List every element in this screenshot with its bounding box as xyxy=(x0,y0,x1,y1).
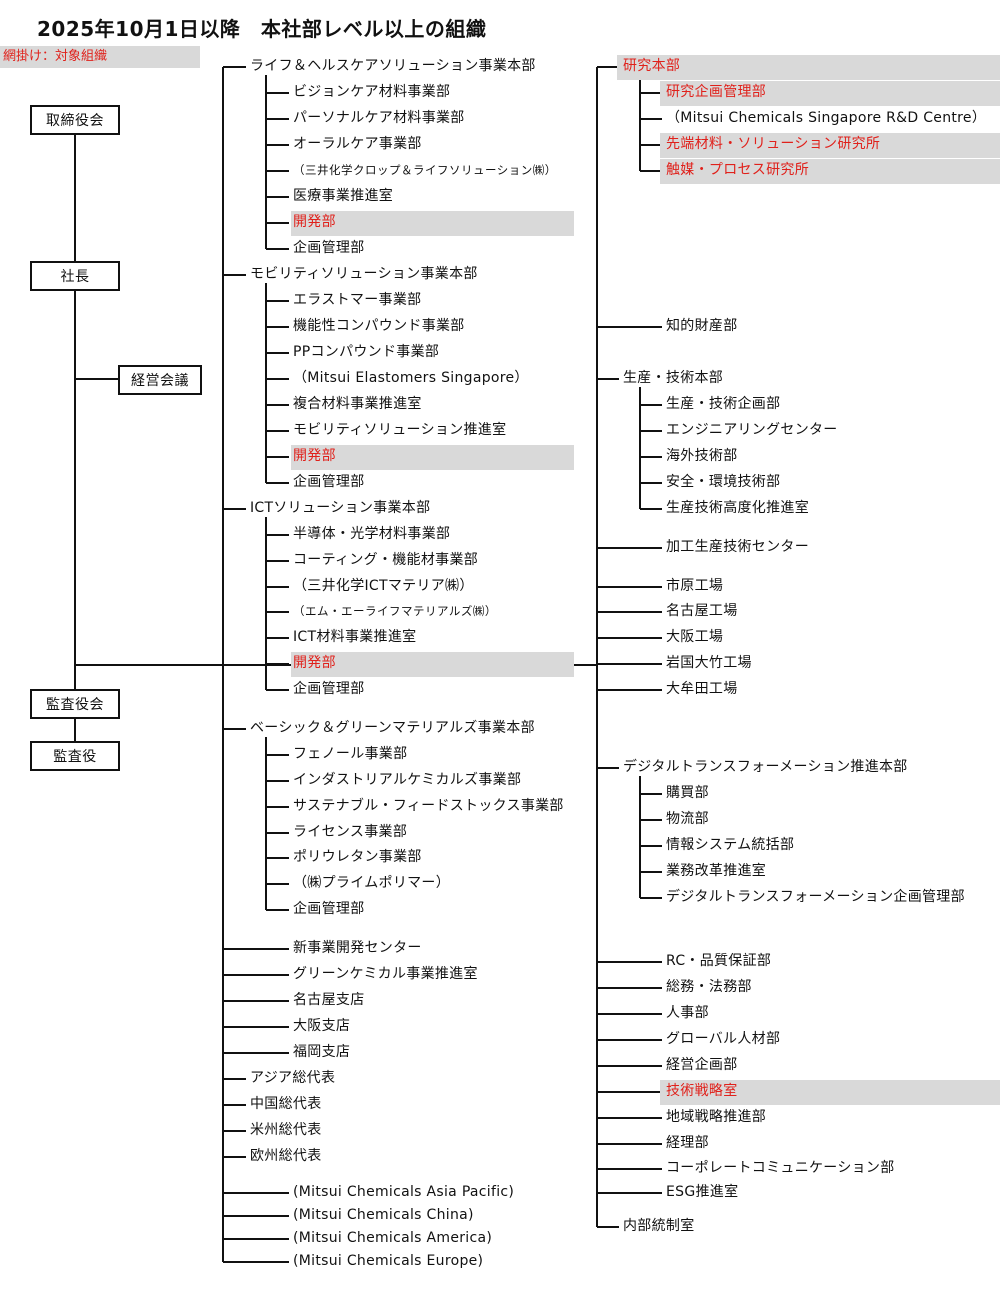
left-org-item: ベーシック＆グリーンマテリアルズ事業本部 xyxy=(250,720,535,736)
right-org-item: 物流部 xyxy=(666,811,709,827)
right-org-item: 先端材料・ソリューション研究所 xyxy=(666,136,881,152)
left-org-item: (Mitsui Chemicals Asia Pacific) xyxy=(293,1184,515,1200)
right-org-item: 総務・法務部 xyxy=(666,979,752,995)
left-org-item: オーラルケア事業部 xyxy=(293,136,422,152)
right-org-item: グローバル人材部 xyxy=(666,1031,781,1047)
left-org-item: 開発部 xyxy=(293,655,336,671)
left-org-item: PPコンパウンド事業部 xyxy=(293,344,440,360)
legend-highlight-note: 網掛け：対象組織 xyxy=(0,46,200,68)
left-org-item: エラストマー事業部 xyxy=(293,292,422,308)
left-org-item: 大阪支店 xyxy=(293,1018,351,1034)
left-org-item: （㈱プライムポリマー） xyxy=(293,875,451,891)
left-org-item: 複合材料事業推進室 xyxy=(293,396,422,412)
highlight-band xyxy=(291,652,574,677)
left-org-item: ICTソリューション事業本部 xyxy=(250,500,431,516)
right-org-item: 生産・技術企画部 xyxy=(666,396,781,412)
left-org-item: 福岡支店 xyxy=(293,1044,351,1060)
right-org-item: 情報システム統括部 xyxy=(666,837,795,853)
right-org-item: 生産技術高度化推進室 xyxy=(666,500,809,516)
box-audit-board: 監査役会 xyxy=(30,689,120,719)
left-org-item: （三井化学ICTマテリア㈱） xyxy=(293,578,474,594)
right-org-item: デジタルトランスフォーメーション推進本部 xyxy=(623,759,908,775)
left-org-item: アジア総代表 xyxy=(250,1070,336,1086)
left-org-item: 名古屋支店 xyxy=(293,992,365,1008)
right-org-item: 名古屋工場 xyxy=(666,603,738,619)
right-org-item: 岩国大竹工場 xyxy=(666,655,752,671)
left-org-item: 企画管理部 xyxy=(293,901,365,917)
left-org-item: フェノール事業部 xyxy=(293,746,408,762)
right-org-item: （Mitsui Chemicals Singapore R&D Centre） xyxy=(666,110,987,126)
left-org-item: インダストリアルケミカルズ事業部 xyxy=(293,772,522,788)
left-org-item: 米州総代表 xyxy=(250,1122,322,1138)
right-org-item: 市原工場 xyxy=(666,578,724,594)
right-org-item: 生産・技術本部 xyxy=(623,370,724,386)
left-org-item: （三井化学クロップ＆ライフソリューション㈱） xyxy=(293,163,557,177)
left-org-item: ICT材料事業推進室 xyxy=(293,629,417,645)
left-org-item: 企画管理部 xyxy=(293,240,365,256)
left-org-item: 欧州総代表 xyxy=(250,1148,322,1164)
left-org-item: 開発部 xyxy=(293,448,336,464)
right-org-item: RC・品質保証部 xyxy=(666,953,772,969)
left-org-item: 機能性コンパウンド事業部 xyxy=(293,318,465,334)
highlight-band xyxy=(617,55,1000,80)
right-org-item: 研究企画管理部 xyxy=(666,84,767,100)
left-org-item: サステナブル・フィードストックス事業部 xyxy=(293,798,564,814)
right-org-item: 購買部 xyxy=(666,785,709,801)
right-org-item: 加工生産技術センター xyxy=(666,539,809,555)
left-org-item: パーソナルケア材料事業部 xyxy=(293,110,465,126)
right-org-item: 大牟田工場 xyxy=(666,681,738,697)
right-org-item: コーポレートコミュニケーション部 xyxy=(666,1160,895,1176)
left-org-item: ポリウレタン事業部 xyxy=(293,849,422,865)
right-org-item: 知的財産部 xyxy=(666,318,738,334)
left-org-item: （エム・エーライフマテリアルズ㈱） xyxy=(293,604,497,618)
left-org-item: (Mitsui Chemicals America) xyxy=(293,1230,493,1246)
highlight-band xyxy=(291,211,574,236)
right-org-item: 大阪工場 xyxy=(666,629,724,645)
highlight-band xyxy=(660,1080,1000,1105)
left-org-item: 企画管理部 xyxy=(293,474,365,490)
left-org-item: 新事業開発センター xyxy=(293,940,422,956)
left-org-item: グリーンケミカル事業推進室 xyxy=(293,966,478,982)
highlight-band xyxy=(660,81,1000,106)
left-org-item: 開発部 xyxy=(293,214,336,230)
right-org-item: デジタルトランスフォーメーション企画管理部 xyxy=(666,889,965,905)
right-org-item: 人事部 xyxy=(666,1005,709,1021)
right-org-item: 経営企画部 xyxy=(666,1057,738,1073)
highlight-band xyxy=(291,445,574,470)
right-org-item: 地域戦略推進部 xyxy=(666,1109,767,1125)
right-org-item: 安全・環境技術部 xyxy=(666,474,781,490)
right-org-item: エンジニアリングセンター xyxy=(666,422,838,438)
left-org-item: モビリティソリューション事業本部 xyxy=(250,266,478,282)
page-title: 2025年10月1日以降 本社部レベル以上の組織 xyxy=(37,17,487,41)
box-board-of-directors: 取締役会 xyxy=(30,105,120,135)
right-org-item: 経理部 xyxy=(666,1135,709,1151)
box-management-meeting: 経営会議 xyxy=(118,365,202,395)
right-org-item: 業務改革推進室 xyxy=(666,863,767,879)
left-org-item: 中国総代表 xyxy=(250,1096,322,1112)
right-org-item: 触媒・プロセス研究所 xyxy=(666,162,809,178)
right-org-item: 海外技術部 xyxy=(666,448,738,464)
left-org-item: ライフ＆ヘルスケアソリューション事業本部 xyxy=(250,58,536,74)
left-org-item: (Mitsui Chemicals China) xyxy=(293,1207,474,1223)
left-org-item: コーティング・機能材事業部 xyxy=(293,552,479,568)
left-org-item: ビジョンケア材料事業部 xyxy=(293,84,451,100)
box-auditor: 監査役 xyxy=(30,741,120,771)
left-org-item: ライセンス事業部 xyxy=(293,824,408,840)
left-org-item: (Mitsui Chemicals Europe) xyxy=(293,1253,484,1269)
highlight-band xyxy=(660,159,1000,184)
left-org-item: 医療事業推進室 xyxy=(293,188,394,204)
left-org-item: 半導体・光学材料事業部 xyxy=(293,526,451,542)
left-org-item: モビリティソリューション推進室 xyxy=(293,422,507,438)
box-president: 社長 xyxy=(30,261,120,291)
left-org-item: 企画管理部 xyxy=(293,681,365,697)
right-org-item: 内部統制室 xyxy=(623,1218,695,1234)
right-org-item: ESG推進室 xyxy=(666,1184,739,1200)
highlight-band xyxy=(660,133,1000,158)
right-org-item: 研究本部 xyxy=(623,58,681,74)
left-org-item: （Mitsui Elastomers Singapore） xyxy=(293,370,529,386)
right-org-item: 技術戦略室 xyxy=(666,1083,738,1099)
